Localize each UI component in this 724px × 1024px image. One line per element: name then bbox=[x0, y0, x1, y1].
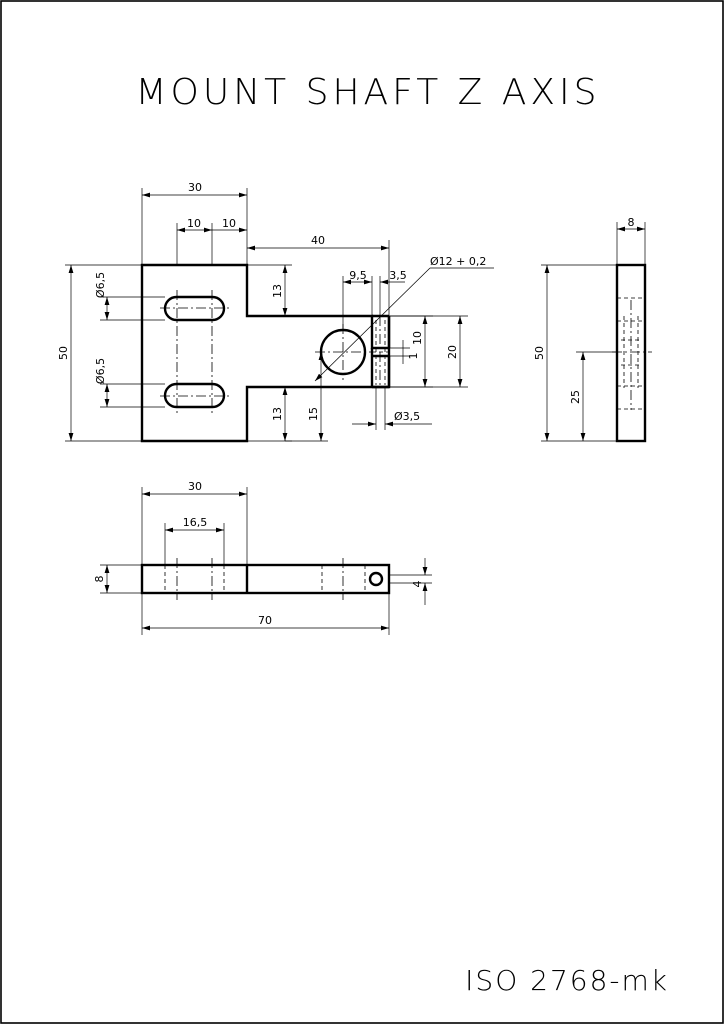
front-view-slit bbox=[370, 314, 391, 389]
dim-screw-hole: Ø3,5 bbox=[394, 410, 420, 423]
dim-slit-width: 1 bbox=[407, 353, 420, 360]
dim-bore-diameter: Ø12 + 0,2 bbox=[430, 255, 486, 268]
dim-bottom-step: 13 bbox=[271, 407, 284, 421]
top-view-screw-hole bbox=[368, 571, 384, 587]
dim-side-hole-height: 25 bbox=[569, 390, 582, 404]
dim-slot-width-upper: Ø6,5 bbox=[94, 272, 107, 298]
front-view: 30 10 10 40 Ø12 + 0,2 9,5 3,5 50 Ø6,5 bbox=[57, 181, 494, 443]
dim-side-thickness: 8 bbox=[628, 216, 635, 229]
dim-top-overall-length: 70 bbox=[258, 614, 272, 627]
upper-slot bbox=[163, 295, 226, 322]
dim-arm-length: 40 bbox=[311, 234, 325, 247]
dim-top-slot-span: 16,5 bbox=[183, 516, 208, 529]
dim-width-top: 30 bbox=[188, 181, 202, 194]
dim-top-width-left: 30 bbox=[188, 480, 202, 493]
top-view-outline bbox=[140, 563, 391, 595]
dim-top-hole-offset: 4 bbox=[411, 581, 424, 588]
dim-top-thickness: 8 bbox=[93, 576, 106, 583]
lower-slot bbox=[163, 382, 226, 409]
dim-arm-height: 20 bbox=[446, 345, 459, 359]
dim-slot-offset-right: 10 bbox=[222, 217, 236, 230]
side-view-outline bbox=[615, 263, 647, 443]
dim-overall-height: 50 bbox=[57, 346, 70, 360]
dim-slit-height: 10 bbox=[411, 331, 424, 345]
dim-top-step: 13 bbox=[271, 284, 284, 298]
side-view: 8 50 25 bbox=[533, 216, 652, 443]
front-view-outline bbox=[140, 263, 391, 443]
dim-slit-offset: 3,5 bbox=[389, 269, 407, 282]
dim-bore-offset: 9,5 bbox=[349, 269, 367, 282]
dim-slot-offset-left: 10 bbox=[187, 217, 201, 230]
top-view: 30 16,5 8 70 4 bbox=[93, 480, 432, 635]
page-title: MOUNT SHAFT Z AXIS bbox=[135, 72, 600, 113]
dim-arm-base: 15 bbox=[307, 407, 320, 421]
tolerance-standard: ISO 2768-mk bbox=[465, 964, 669, 997]
dim-slot-width-lower: Ø6,5 bbox=[94, 358, 107, 384]
dim-side-height: 50 bbox=[533, 346, 546, 360]
